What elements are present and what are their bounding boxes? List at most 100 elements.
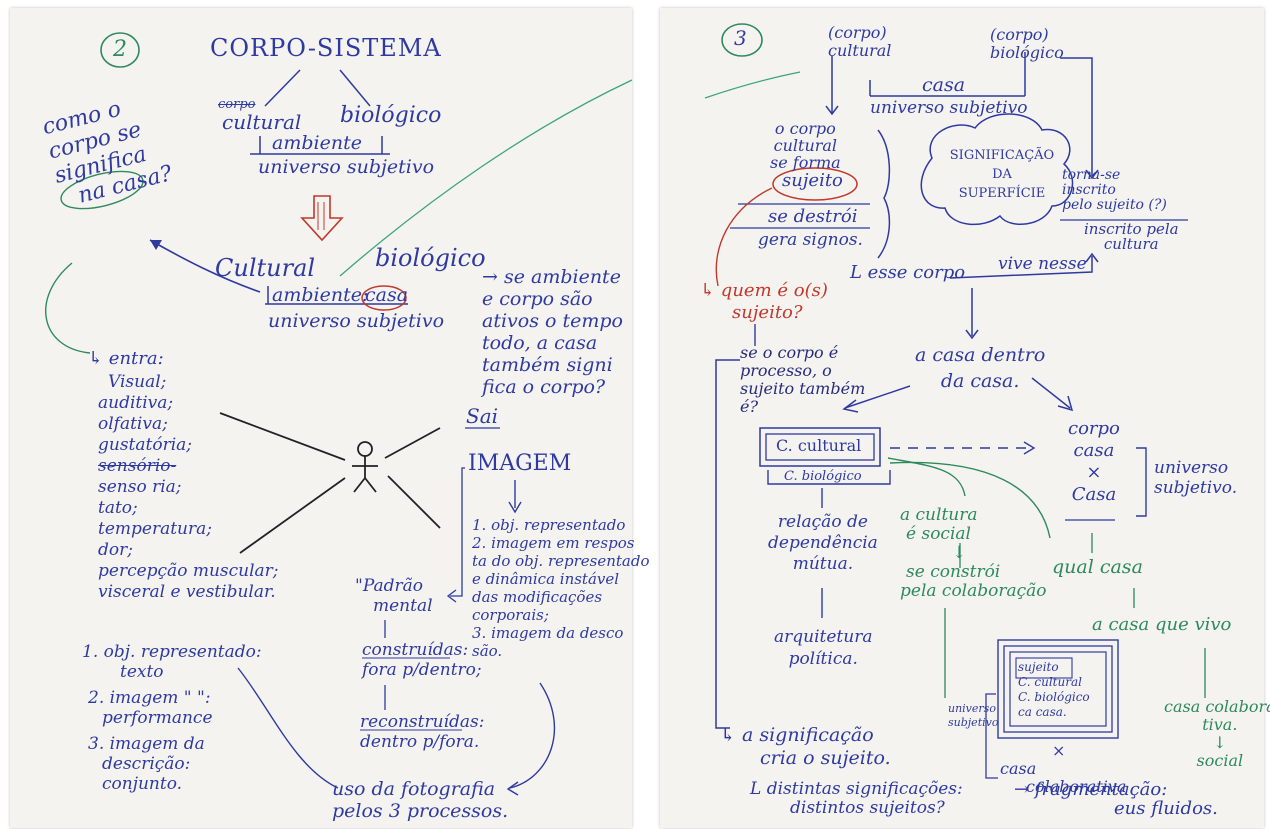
corpo-casa-line: × xyxy=(1086,462,1102,483)
cultura-line: se constrói xyxy=(906,562,1001,582)
left-list-line: descrição: xyxy=(102,754,191,774)
note-line: todo, a casa xyxy=(482,332,598,354)
se-o-corpo-line: se o corpo é xyxy=(740,343,839,362)
nested-line: ca casa. xyxy=(1018,705,1067,719)
universo-subjetivo: universo subjetivo. xyxy=(1154,458,1237,498)
se-destroi: se destrói xyxy=(768,206,858,227)
torna-se-note: torna-se inscrito pelo sujeito (?) xyxy=(1062,168,1167,213)
left-numbered-list: 1. obj. representado: texto 2. imagem " … xyxy=(82,642,262,794)
casa-dentro-line: da casa. xyxy=(940,370,1020,392)
universo-line: subjetivo. xyxy=(1154,478,1238,498)
cloud-line: DA xyxy=(992,167,1012,182)
tree-middle-label: ambiente xyxy=(272,132,362,154)
fotografia-line: uso da fotografia xyxy=(332,778,496,800)
top-left-heading: (corpo) cultural xyxy=(828,24,891,60)
nested-line: C. biológico xyxy=(1018,690,1090,704)
page-2-ink-lines xyxy=(45,32,632,796)
exits-heading: Sai xyxy=(466,404,499,428)
sujeito-label: sujeito xyxy=(782,170,843,191)
fragmentacao-line: → fragmentação: xyxy=(1014,779,1168,800)
a-cultura-note: a cultura é social ↓ se constrói pela co… xyxy=(900,506,1047,601)
cultural-line: o corpo xyxy=(774,119,836,138)
corpo-casa-line: Casa xyxy=(1071,484,1117,505)
imagem-heading: IMAGEM xyxy=(468,451,572,476)
ambient-note: → se ambiente e corpo são ativos o tempo… xyxy=(482,266,623,398)
distintas-note: L distintas significações: distintos suj… xyxy=(750,780,963,818)
enters-item: tato; xyxy=(98,498,138,518)
se-o-corpo-line: é? xyxy=(740,397,759,416)
colab-line: ↓ xyxy=(1213,733,1227,752)
tree-right-label: biológico xyxy=(340,103,442,128)
relacao-line: mútua. xyxy=(792,554,854,574)
distintas-line: distintos sujeitos? xyxy=(790,798,945,818)
enters-item: senso ria; xyxy=(98,477,182,497)
notebook-page-2: 2 CORPO-SISTEMA corpo cultural biológico… xyxy=(10,8,650,828)
imagem-item: corporais; xyxy=(472,606,549,624)
relacao-line: dependência xyxy=(768,533,878,553)
casa-colaborativa-note: casa colabora tiva. ↓ social xyxy=(1164,698,1270,770)
imagem-item: e dinâmica instável xyxy=(472,570,620,588)
corpo-casa-line: casa xyxy=(1073,440,1115,461)
cultura-line: é social xyxy=(906,524,971,544)
se-o-corpo-line: processo, o xyxy=(740,361,832,380)
heading-line: biológico xyxy=(990,43,1064,62)
heading-line: (corpo) xyxy=(828,23,887,42)
left-list-line: 1. obj. representado: xyxy=(82,642,262,662)
enters-list: Visual; auditiva; olfativa; gustatória; … xyxy=(98,372,279,603)
quem-line: ↳ quem é o(s) xyxy=(700,280,828,301)
tree-bottom-label: universo subjetivo xyxy=(258,156,435,178)
enters-item: Visual; xyxy=(108,372,167,392)
imagem-item: são. xyxy=(472,642,503,660)
relacao-line: relação de xyxy=(777,512,868,532)
inscrito-line: inscrito pela xyxy=(1084,220,1179,238)
left-list-line: 3. imagem da xyxy=(88,734,205,754)
struck-word: corpo xyxy=(218,97,256,112)
significacao-line: ↳ a significação xyxy=(720,724,874,746)
gera-signos: gera signos. xyxy=(758,230,863,250)
cultural-block: o corpo cultural se forma xyxy=(770,120,841,171)
significacao-note: ↳ a significação cria o sujeito. xyxy=(720,724,891,770)
fotografia-line: pelos 3 processos. xyxy=(332,800,509,822)
enters-heading: ↳ entra: xyxy=(88,348,164,369)
cultura-line: pela colaboração xyxy=(900,581,1047,601)
x-casa-line: casa xyxy=(1000,759,1037,778)
enters-item: temperatura; xyxy=(98,519,212,539)
quem-question: ↳ quem é o(s) sujeito? xyxy=(700,280,828,324)
arquitetura-line: arquitetura xyxy=(774,627,873,647)
casa-colaborativa-box-note: × casa colaborativa xyxy=(1000,742,1126,796)
torna-line: inscrito xyxy=(1062,182,1116,198)
universo-small-line: universo xyxy=(948,702,996,715)
universo-line: universo xyxy=(1154,458,1229,478)
relacao-note: relação de dependência mútua. xyxy=(768,512,878,575)
page-title: CORPO-SISTEMA xyxy=(210,34,442,62)
x-casa-line: × xyxy=(1052,741,1066,760)
enters-item: dor; xyxy=(98,540,133,560)
second-tree-circled: casa xyxy=(365,284,409,306)
second-tree-right: biológico xyxy=(375,244,486,272)
tree-left-label: cultural xyxy=(222,110,302,134)
x-casa-line: colaborativa xyxy=(1026,777,1127,796)
second-tree-left: Cultural xyxy=(215,254,316,282)
corpo-casa-line: corpo xyxy=(1068,418,1120,439)
note-line: também signi xyxy=(482,354,613,376)
enters-item: sensório- xyxy=(98,456,177,476)
imagem-list: 1. obj. representado 2. imagem em respos… xyxy=(472,516,650,660)
cultural-line: se forma xyxy=(770,153,841,172)
torna-line: torna-se xyxy=(1062,167,1121,183)
construidas: construídas: fora p/dentro; xyxy=(362,640,482,680)
padrao-line: mental xyxy=(373,596,433,616)
top-right-heading: (corpo) biológico xyxy=(990,26,1064,62)
second-tree-bottom: universo subjetivo xyxy=(268,310,445,332)
casa-label: casa xyxy=(922,74,966,96)
note-line: fica o corpo? xyxy=(482,376,606,398)
cultural-line: cultural xyxy=(773,136,838,155)
casa-dentro-line: a casa dentro xyxy=(915,344,1046,366)
torna-line: pelo sujeito (?) xyxy=(1062,197,1167,213)
note-line: e corpo são xyxy=(482,288,593,310)
page-number: 2 xyxy=(113,37,127,62)
note-line: ativos o tempo xyxy=(482,310,623,332)
left-list-line: texto xyxy=(120,662,164,682)
significacao-line: cria o sujeito. xyxy=(760,747,891,769)
page-number: 3 xyxy=(734,26,747,50)
cloud-text: SIGNIFICAÇÃO DA SUPERFÍCIE xyxy=(942,146,1062,203)
